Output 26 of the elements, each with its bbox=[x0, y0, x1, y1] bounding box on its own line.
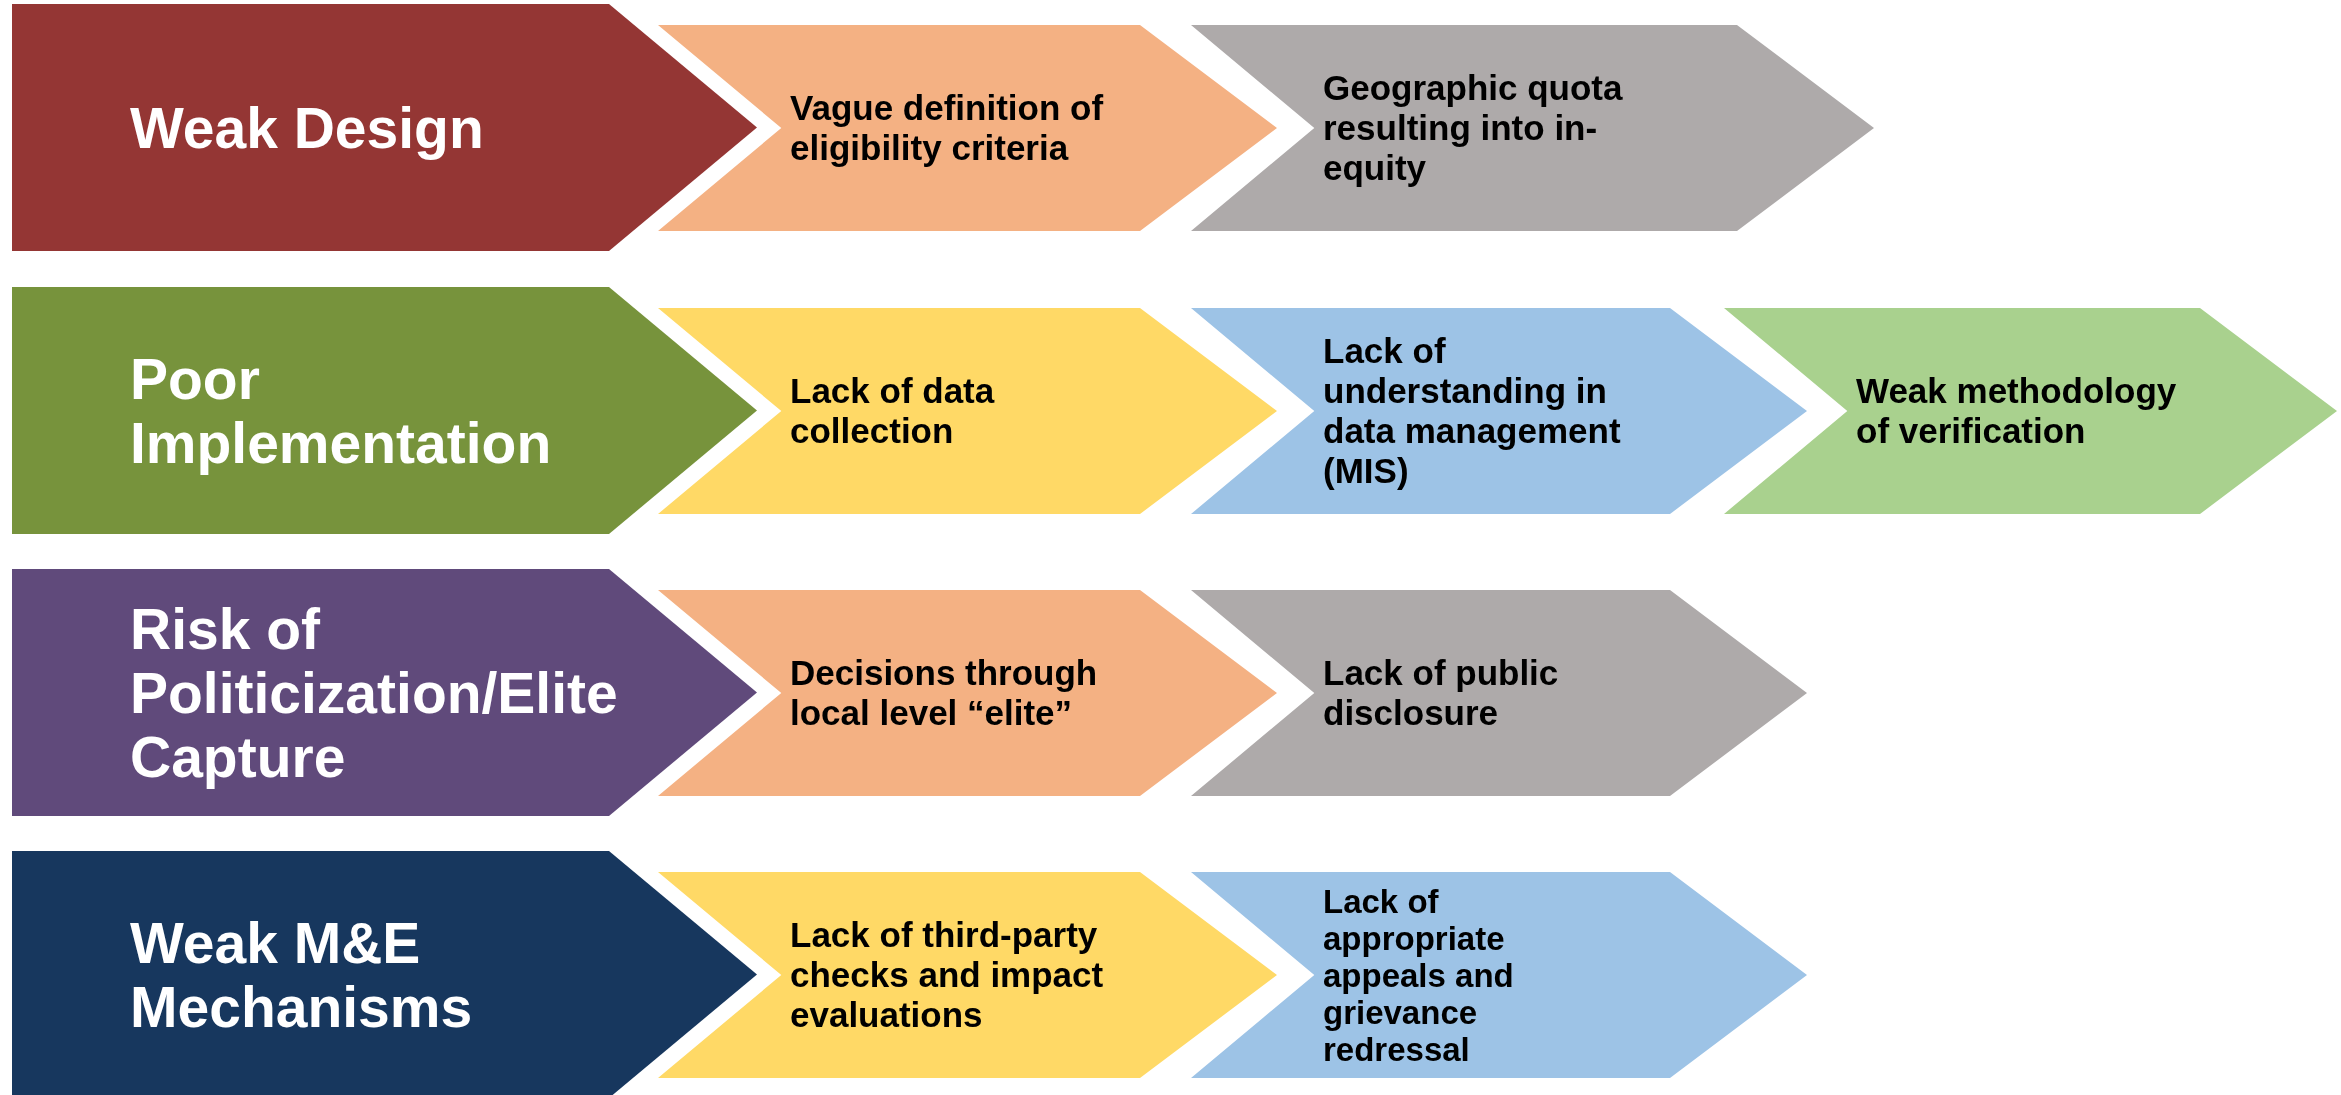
issue-text: Lack of public disclosure bbox=[1323, 653, 1560, 733]
category-banner bbox=[12, 287, 757, 534]
category-banner bbox=[12, 4, 757, 251]
issue-text: Lack of understanding in data management (MIS) bbox=[1323, 331, 1622, 491]
issue-text: Lack of data collection bbox=[790, 371, 996, 451]
category-title: Risk of Politicization/Elite Capture bbox=[130, 596, 619, 789]
category-title: Poor Implementation bbox=[130, 346, 553, 475]
issue-banner bbox=[658, 872, 1277, 1078]
issue-text: Weak methodology of verification bbox=[1856, 371, 2178, 451]
category-banner bbox=[12, 851, 757, 1095]
issue-banner bbox=[1191, 590, 1807, 796]
category-title: Weak M&E Mechanisms bbox=[130, 910, 474, 1039]
issue-text: Decisions through local level “elite” bbox=[790, 653, 1099, 733]
issue-banner bbox=[1191, 872, 1807, 1078]
issue-banner bbox=[1191, 25, 1874, 231]
issue-banner bbox=[658, 308, 1277, 514]
issue-text: Lack of appropriate appeals and grievance redressal bbox=[1323, 882, 1515, 1068]
issue-text: Geographic quota resulting into in-equity bbox=[1323, 68, 1624, 188]
issue-banner bbox=[1191, 308, 1807, 514]
category-banner bbox=[12, 569, 757, 816]
issue-banner bbox=[658, 25, 1277, 231]
issue-banner bbox=[1724, 308, 2337, 514]
issue-text: Vague definition of eligibility criteria bbox=[790, 88, 1105, 168]
issue-banner bbox=[658, 590, 1277, 796]
category-title: Weak Design bbox=[130, 95, 485, 160]
issue-text: Lack of third-party checks and impact evaluations bbox=[790, 915, 1105, 1035]
